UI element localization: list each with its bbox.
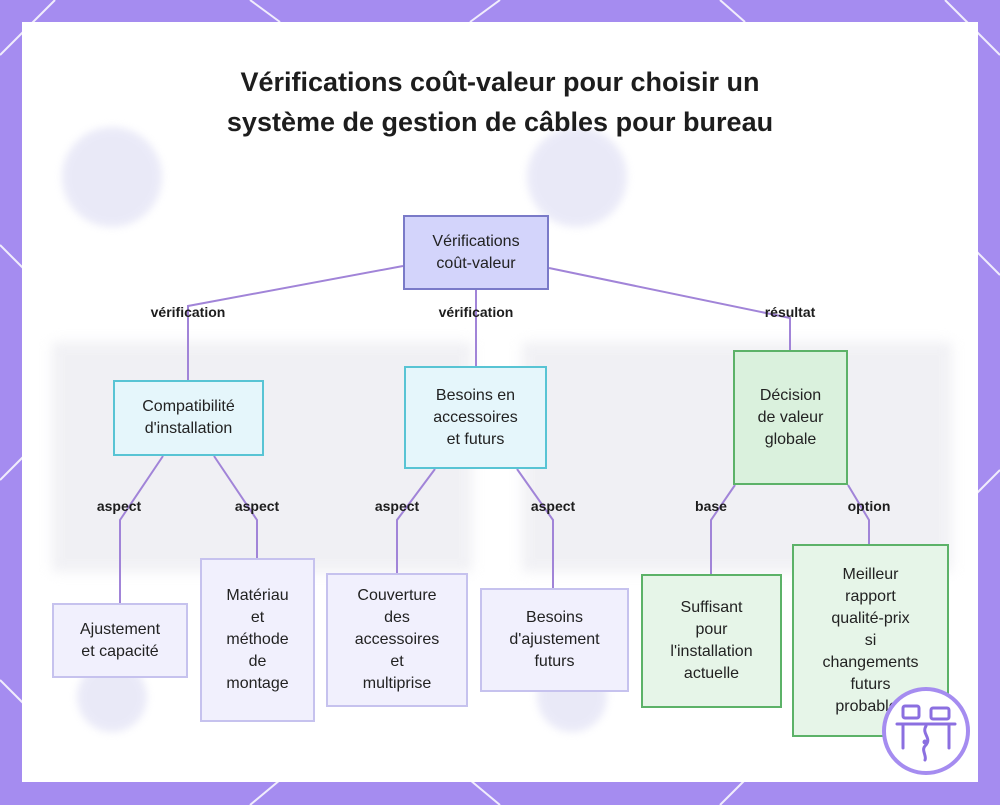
node-compat: Compatibilité d'installation: [113, 380, 264, 456]
background-circle: [527, 127, 627, 227]
node-decision: Décision de valeur globale: [733, 350, 848, 485]
edge-label-compat-materiau: aspect: [234, 498, 280, 514]
node-ajustement-label: Ajustement et capacité: [79, 620, 161, 660]
edge-label-root-besoins: vérification: [438, 304, 514, 320]
node-root: Vérifications coût-valeur: [403, 215, 549, 290]
edge-besoins-couverture: [396, 468, 436, 573]
node-root-label: Vérifications coût-valeur: [432, 232, 520, 272]
edge-label-decision-meilleur: option: [847, 498, 891, 514]
edge-label-root-decision: résultat: [764, 304, 816, 320]
background-circle: [62, 127, 162, 227]
edge-root-decision: [548, 267, 791, 350]
node-suffisant-label: Suffisant pour l'installation actuelle: [670, 599, 753, 682]
edge-compat-materiau: [213, 455, 258, 558]
edge-compat-ajustement: [119, 455, 164, 603]
edge-label-compat-ajustement: aspect: [96, 498, 142, 514]
edge-root-compat: [187, 265, 404, 380]
edge-label-root-compat: vérification: [150, 304, 226, 320]
node-besoins-ajust-label: Besoins d'ajustement futurs: [509, 609, 600, 670]
node-couverture: Couverture des accessoires et multiprise: [326, 573, 468, 707]
node-besoins: Besoins en accessoires et futurs: [404, 366, 547, 469]
edge-label-besoins-couverture: aspect: [374, 498, 420, 514]
node-suffisant: Suffisant pour l'installation actuelle: [641, 574, 782, 708]
edge-decision-suffisant: [710, 484, 736, 574]
edge-besoins-ajust: [516, 468, 554, 588]
node-ajustement: Ajustement et capacité: [52, 603, 188, 678]
node-besoins-label: Besoins en accessoires et futurs: [433, 386, 518, 448]
page-title: Vérifications coût-valeur pour choisir u…: [226, 67, 774, 137]
node-besoins-ajust: Besoins d'ajustement futurs: [480, 588, 629, 692]
desk-cable-logo-icon: [882, 687, 970, 775]
edge-decision-meilleur: [847, 484, 870, 544]
node-decision-label: Décision de valeur globale: [757, 386, 824, 448]
node-materiau: Matériau et méthode de montage: [200, 558, 315, 722]
edge-label-besoins-ajust: aspect: [530, 498, 576, 514]
node-compat-label: Compatibilité d'installation: [142, 398, 235, 437]
node-materiau-label: Matériau et méthode de montage: [226, 587, 289, 692]
edge-label-decision-suffisant: base: [695, 498, 727, 514]
node-couverture-label: Couverture des accessoires et multiprise: [354, 587, 440, 692]
